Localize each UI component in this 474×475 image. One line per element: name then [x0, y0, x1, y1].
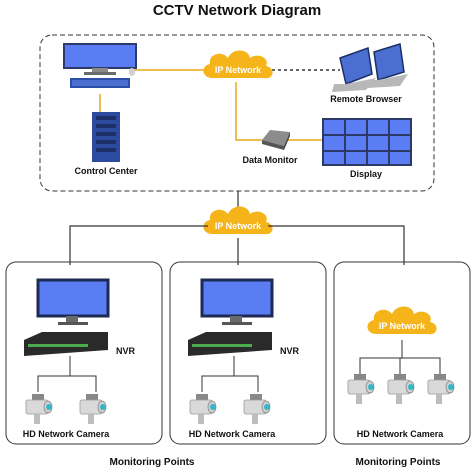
site1-nvr-icon [24, 332, 108, 356]
top-cloud-label: IP Network [214, 65, 262, 75]
data-monitor-icon [262, 130, 290, 150]
site-box-2 [169, 261, 327, 445]
core-network-box [39, 34, 435, 192]
site2-monitor-icon [200, 278, 274, 325]
site2-camera-icon-2 [243, 393, 271, 425]
site3-cloud-label: IP Network [378, 321, 426, 331]
diagram-title: CCTV Network Diagram [152, 2, 322, 19]
site1-monitor-icon [36, 278, 110, 325]
site1-camera-label: HD Network Camera [22, 429, 110, 439]
site2-camera-icon-1 [189, 393, 217, 425]
display-label: Display [349, 169, 383, 179]
site3-camera-icon-2 [387, 373, 415, 405]
site1-nvr-label: NVR [116, 346, 136, 356]
site3-camera-label: HD Network Camera [356, 429, 444, 439]
middle-cloud-label: IP Network [214, 221, 262, 231]
laptop-icon-1 [332, 46, 376, 92]
site2-nvr-icon [188, 332, 272, 356]
site2-camera-label: HD Network Camera [188, 429, 276, 439]
display-wall-icon [322, 118, 412, 166]
link-to-site-3 [268, 225, 405, 265]
site1-camera-icon-1 [25, 393, 53, 425]
site3-camera-icon-3 [427, 373, 455, 405]
link-cloud-to-datamonitor [235, 82, 262, 141]
data-monitor-label: Data Monitor [242, 155, 298, 165]
link-to-site-1 [69, 225, 208, 265]
server-icon [92, 112, 120, 162]
site-box-3 [333, 261, 471, 445]
monitoring-points-right: Monitoring Points [355, 457, 441, 468]
monitoring-points-left: Monitoring Points [109, 457, 195, 468]
site1-camera-icon-2 [79, 393, 107, 425]
control-monitor-icon [63, 43, 137, 88]
site3-camera-icon-1 [347, 373, 375, 405]
remote-browser-label: Remote Browser [330, 94, 402, 104]
control-center-label: Control Center [74, 166, 138, 176]
laptop-icon-2 [368, 43, 408, 88]
site-box-1 [5, 261, 163, 445]
site2-nvr-label: NVR [280, 346, 300, 356]
